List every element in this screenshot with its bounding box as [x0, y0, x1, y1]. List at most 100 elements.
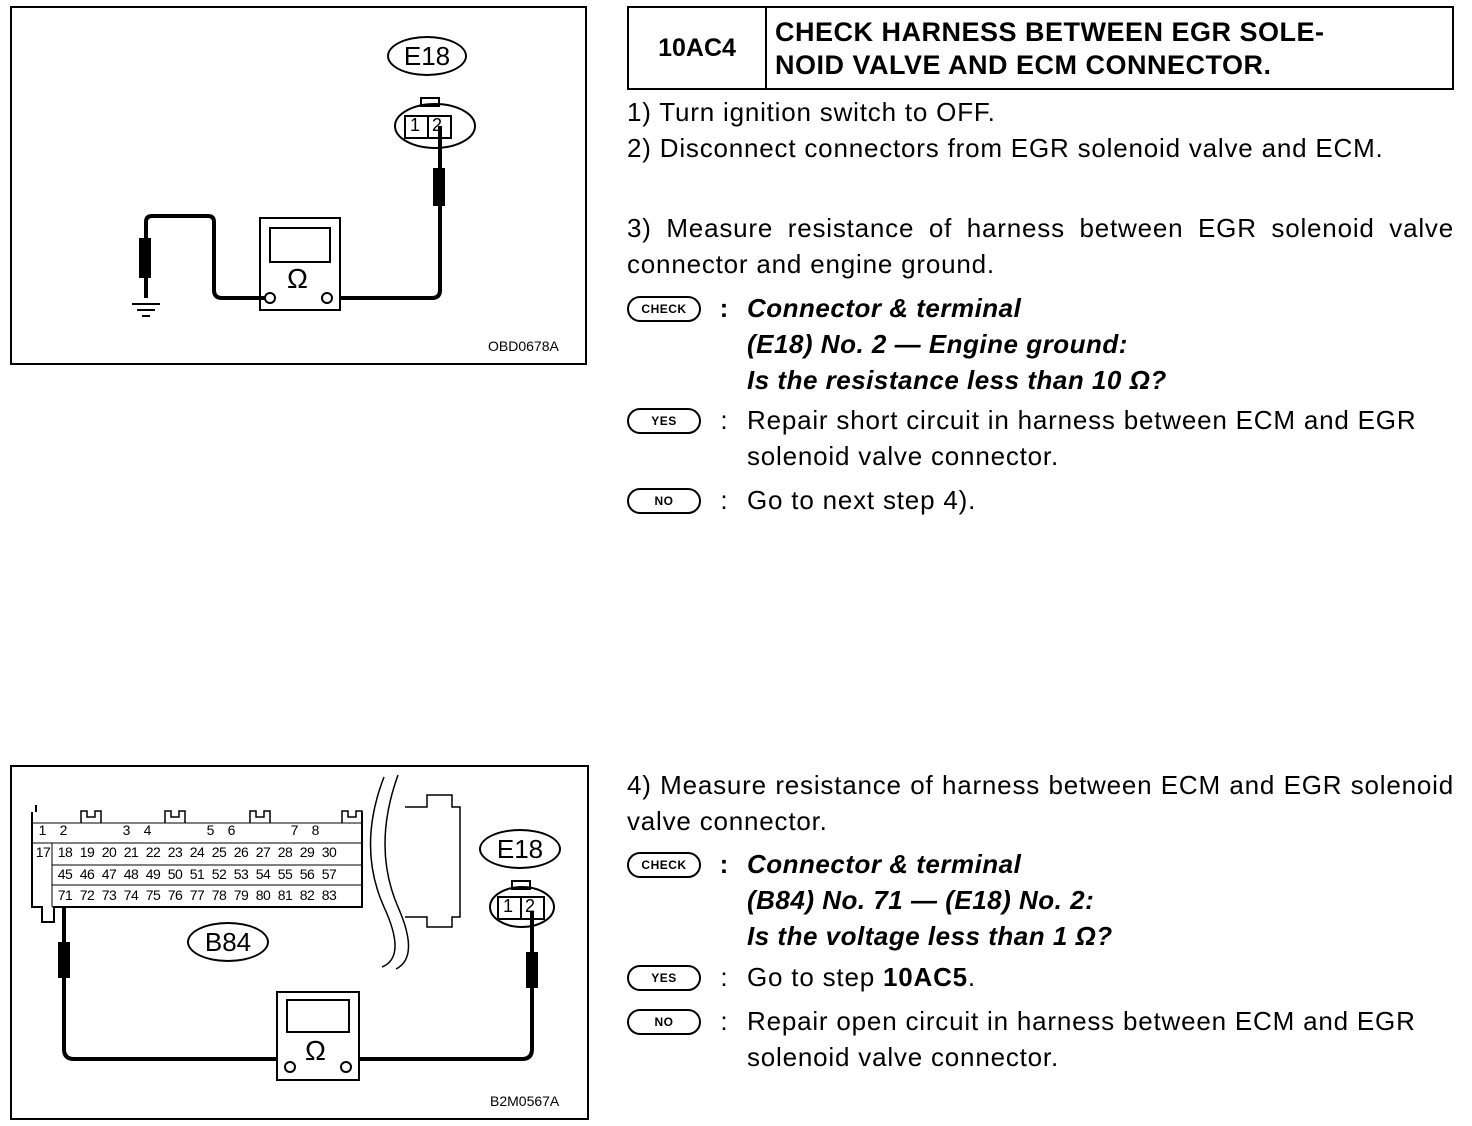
pin-cell: 79	[233, 887, 249, 903]
ohm-symbol: Ω	[287, 263, 308, 294]
pin-cell: 28	[277, 844, 293, 860]
yes-text: Repair short circuit in harness between …	[747, 405, 1417, 471]
step-id: 10AC4	[629, 8, 767, 88]
pin-cell: 29	[299, 844, 315, 860]
pin-cell: 52	[211, 866, 227, 882]
yes-text: Go to step 10AC5.	[747, 959, 1454, 995]
instruction-4: 4) Measure resistance of harness between…	[627, 770, 1454, 836]
pin-cell: 20	[101, 844, 117, 860]
no-badge: NO	[627, 488, 701, 514]
yes-badge: YES	[627, 965, 701, 991]
no-badge: NO	[627, 1009, 701, 1035]
yes-colon: :	[720, 405, 728, 435]
check-colon: :	[719, 849, 729, 879]
pin-cell: 74	[123, 887, 139, 903]
pin-cell: 22	[145, 844, 161, 860]
yes-row-2: YES : Go to step 10AC5.	[627, 959, 1454, 995]
figure-code: OBD0678A	[488, 338, 559, 354]
check-colon: :	[719, 293, 729, 323]
no-colon: :	[720, 485, 728, 515]
instruction-1: 1) Turn ignition switch to OFF.	[627, 97, 996, 127]
pin-cell	[326, 822, 347, 838]
pin-cell	[242, 822, 284, 838]
pin-cell: 78	[211, 887, 227, 903]
ecm-row-3: 45 46 47 48 49 50 51 52 53 54 55 56 57	[32, 866, 340, 882]
figure-ground-resistance: E18 1 2 Ω OBD0678A	[10, 6, 587, 365]
pin-cell: 51	[189, 866, 205, 882]
check-body: Connector & terminal (B84) No. 71 — (E18…	[747, 846, 1454, 954]
yes-suffix: .	[967, 962, 976, 992]
no-row-1: NO : Go to next step 4).	[627, 482, 1454, 518]
step-title-line2: NOID VALVE AND ECM CONNECTOR.	[775, 50, 1272, 80]
pin-label-2: 2	[525, 896, 536, 916]
pin-label-1: 1	[410, 115, 421, 135]
check-line3: Is the resistance less than 10 Ω?	[747, 365, 1167, 395]
pin-cell: 24	[189, 844, 205, 860]
pin-cell: 46	[79, 866, 95, 882]
pin-cell: 30	[321, 844, 337, 860]
pin-cell: 72	[79, 887, 95, 903]
figure-ecm-resistance: 1 2 3 4 5 6 7 8 17 18 19 20 21 22 23 24 …	[10, 765, 589, 1120]
figure2-diagram	[31, 774, 555, 1081]
pin-cell: 18	[57, 844, 73, 860]
pin-cell: 83	[321, 887, 337, 903]
pin-cell: 82	[299, 887, 315, 903]
check-badge: CHECK	[627, 852, 701, 878]
ecm-row-2: 17 18 19 20 21 22 23 24 25 26 27 28 29 3…	[32, 844, 340, 860]
pin-cell: 75	[145, 887, 161, 903]
pin-cell: 25	[211, 844, 227, 860]
check-row-1: CHECK : Connector & terminal (E18) No. 2…	[627, 290, 1454, 398]
pin-cell: 81	[277, 887, 293, 903]
instruction-3: 3) Measure resistance of harness between…	[627, 213, 1454, 279]
pin-cell: 54	[255, 866, 271, 882]
pin-cell: 5	[206, 822, 215, 838]
figure1-diagram	[132, 97, 476, 317]
step-title: CHECK HARNESS BETWEEN EGR SOLE- NOID VAL…	[767, 8, 1452, 88]
pin-cell: 80	[255, 887, 271, 903]
pin-cell	[158, 822, 200, 838]
connector-label-e18: E18	[479, 829, 561, 869]
check-badge: CHECK	[627, 296, 701, 322]
pin-cell: 57	[321, 866, 337, 882]
pin-cell: 47	[101, 866, 117, 882]
pin-cell: 2	[59, 822, 68, 838]
no-colon: :	[720, 1006, 728, 1036]
pin-cell: 26	[233, 844, 249, 860]
step-ref: 10AC5	[882, 962, 968, 992]
pin-cell: 77	[189, 887, 205, 903]
yes-row-1: YES : Repair short circuit in harness be…	[627, 402, 1454, 474]
connector-label-e18: E18	[387, 36, 467, 76]
yes-prefix: Go to step	[747, 962, 883, 992]
pin-cell: 6	[227, 822, 236, 838]
ecm-row-4: 71 72 73 74 75 76 77 78 79 80 81 82 83	[32, 887, 340, 903]
pin-cell: 23	[167, 844, 183, 860]
pin-cell	[32, 887, 54, 903]
pin-cell: 76	[167, 887, 183, 903]
pin-cell	[74, 822, 116, 838]
step-title-line1: CHECK HARNESS BETWEEN EGR SOLE-	[775, 17, 1325, 47]
ecm-label-b84: B84	[187, 922, 269, 962]
pin-cell: 45	[57, 866, 73, 882]
pin-cell: 53	[233, 866, 249, 882]
pin-cell: 48	[123, 866, 139, 882]
no-text: Repair open circuit in harness between E…	[747, 1006, 1416, 1072]
pin-cell: 7	[290, 822, 299, 838]
yes-colon: :	[720, 962, 728, 992]
ohm-symbol: Ω	[305, 1035, 326, 1066]
yes-badge: YES	[627, 408, 701, 434]
pin-label-1: 1	[503, 896, 514, 916]
pin-cell: 56	[299, 866, 315, 882]
check-line1: Connector & terminal	[747, 293, 1022, 323]
pin-cell: 21	[123, 844, 139, 860]
pin-cell: 17	[35, 844, 51, 860]
pin-cell: 1	[38, 822, 47, 838]
check-body: Connector & terminal (E18) No. 2 — Engin…	[747, 290, 1454, 398]
ecm-row-1: 1 2 3 4 5 6 7 8	[32, 822, 347, 838]
pin-cell: 19	[79, 844, 95, 860]
pin-cell: 73	[101, 887, 117, 903]
step-header: 10AC4 CHECK HARNESS BETWEEN EGR SOLE- NO…	[627, 6, 1454, 90]
pin-label-2: 2	[432, 115, 443, 135]
pin-cell: 27	[255, 844, 271, 860]
pin-cell: 4	[143, 822, 152, 838]
instruction-2: 2) Disconnect connectors from EGR soleno…	[627, 133, 1384, 163]
